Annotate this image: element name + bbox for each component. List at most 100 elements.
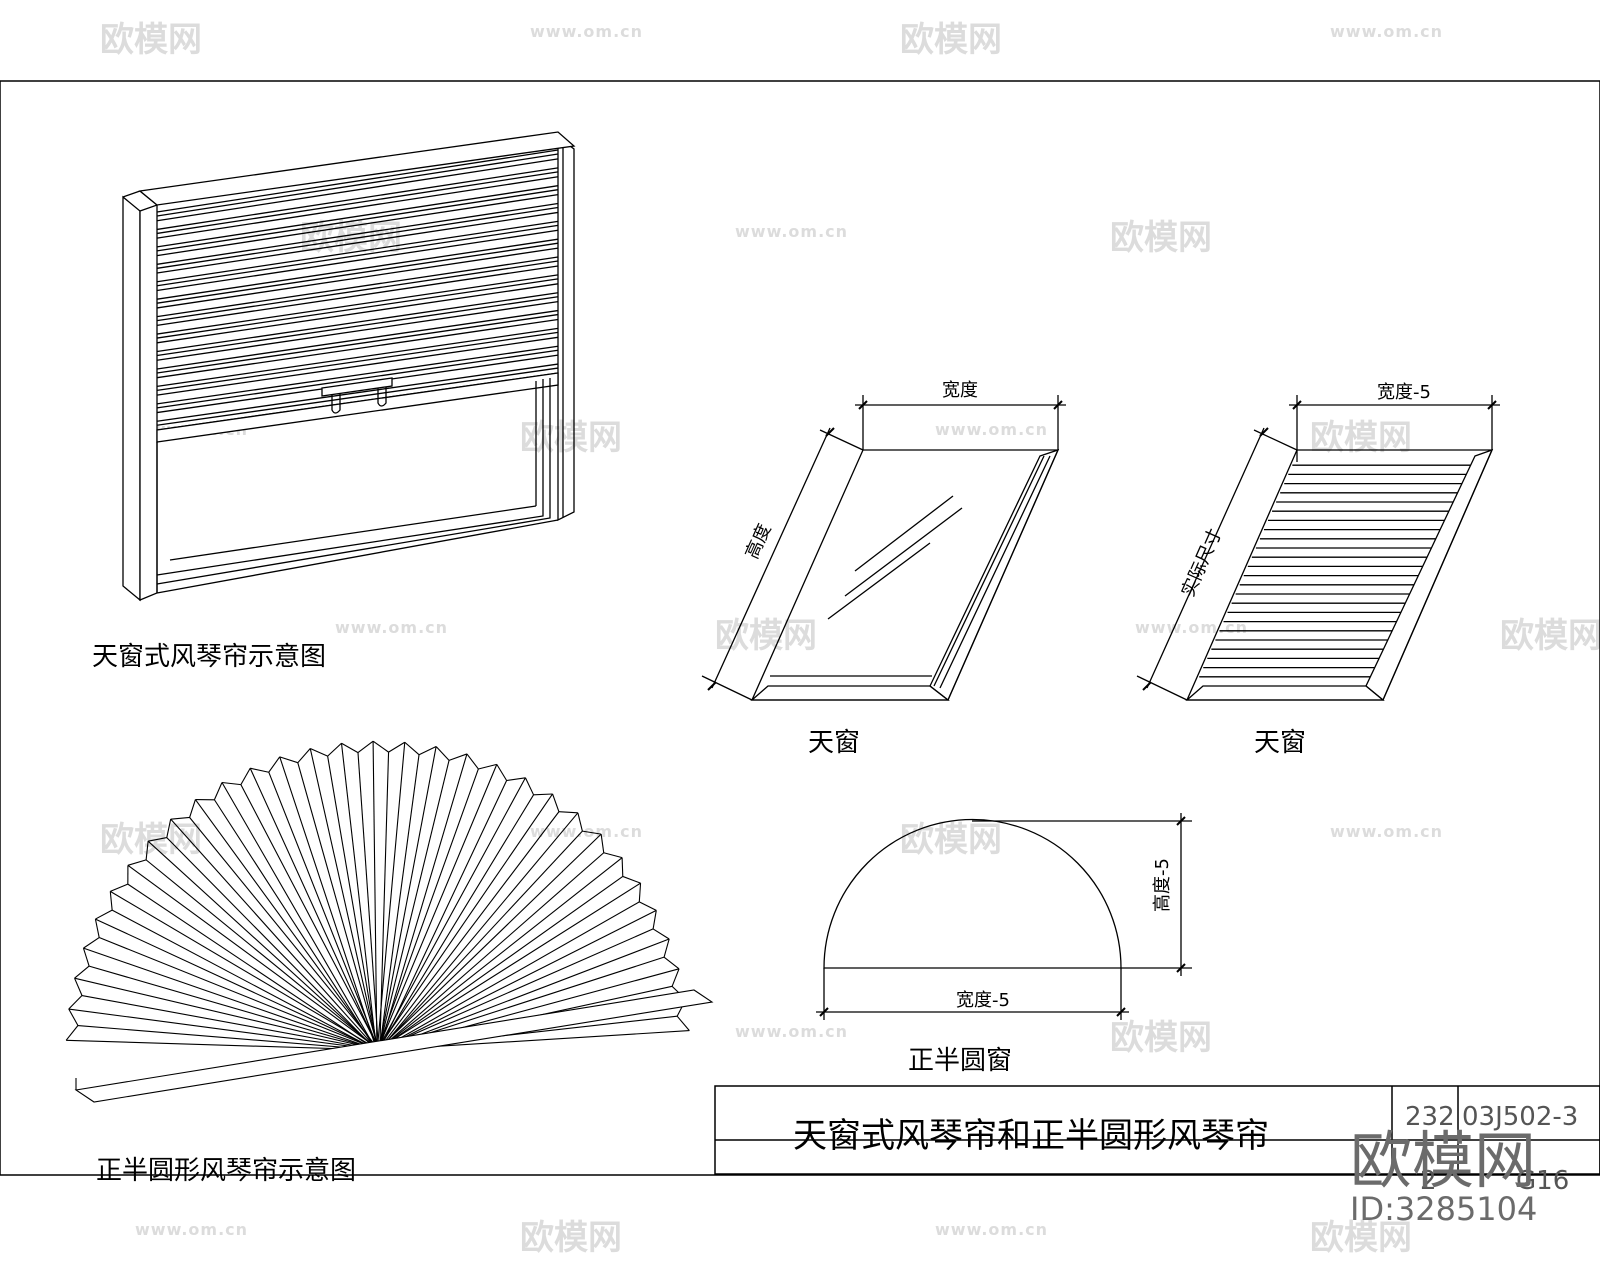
skylight-blind-illustration [123,132,574,600]
fan-edge [507,778,526,781]
fan-edge [677,1016,689,1030]
semicircle-blind-illustration [66,741,712,1102]
fan-edge [110,891,112,910]
fan-edge [75,966,90,978]
fan-edge [578,813,582,831]
fan-edge [373,741,388,752]
fan-pleat [148,841,377,1050]
fan-edge [171,817,190,819]
fan-edge [534,794,553,795]
brand-logo-text: 欧模网 [1350,1110,1536,1200]
pleat-line [157,293,558,352]
pleat-line [157,297,558,356]
fan-edge [604,853,622,858]
skylight-2-width-label: 宽度-5 [1377,378,1431,404]
fan-edge [341,743,358,752]
pleat-line [157,195,558,256]
fan-edge [250,768,269,772]
fan-edge [241,768,250,784]
pleat-line [157,302,558,361]
fan-edge [622,858,623,877]
fan-edge [582,831,601,834]
pleat-line [157,257,558,317]
fan-edge [623,876,641,883]
skylight-1-width-label: 宽度 [942,376,978,402]
fan-edge [358,741,373,752]
pleat-line [157,328,558,386]
drawing-frame [0,81,1600,1175]
fan-edge [328,743,342,756]
fan-edge [664,939,669,957]
fan-edge [298,748,310,762]
fan-edge [214,783,222,800]
fan-pleat [190,817,380,1050]
semicircle-height-label: 高度-5 [1148,858,1174,912]
fan-edge [639,883,640,902]
pleat-line [157,279,558,338]
fan-edge [146,841,148,860]
fan-edge [601,834,604,853]
brand-id: ID:3285104 [1350,1190,1537,1228]
fan-edge [66,1026,78,1041]
fan-edge [190,800,196,818]
fan-edge [83,948,89,966]
drawing-title: 天窗式风琴帘和正半圆形风琴帘 [793,1108,1269,1157]
fan-edge [664,957,679,969]
fan-pleat [250,768,378,1050]
fan-edge [69,996,82,1010]
fan-edge [553,794,559,812]
fan-edge [269,757,280,772]
pleat-line [157,266,558,325]
skylight-blind-caption: 天窗式风琴帘示意图 [92,636,326,673]
fan-edge [419,747,436,755]
fan-edge [69,1009,78,1025]
fan-edge [95,919,99,937]
fan-edge [110,884,128,891]
skylight-2-caption: 天窗 [1254,722,1306,759]
skylight-2-pleats [1199,465,1470,677]
fan-edge [389,742,405,752]
fan-edge [449,754,467,760]
semicircle-window-caption: 正半圆窗 [908,1040,1012,1077]
pleat-line [157,346,558,404]
fan-edge [280,757,298,763]
skylight-2-illustration [1137,395,1500,700]
fan-pleats [66,741,689,1050]
fan-edge [497,764,507,780]
fan-edge [222,783,241,785]
fan-edge [653,929,669,939]
fan-edge [467,754,478,769]
fan-edge [653,910,656,929]
skylight-1-caption: 天窗 [808,722,860,759]
fan-pleat [222,783,376,1050]
pleat-line [157,212,558,273]
fan-edge [436,747,449,761]
fan-edge [405,742,419,754]
pleat-line [157,248,558,308]
pleat-line [157,230,558,290]
fan-edge [559,812,578,813]
fan-edge [672,969,679,987]
pleat-line [157,275,558,334]
fan-pleat [146,860,379,1050]
pleat-line [157,311,558,369]
fan-edge [478,764,496,769]
fan-edge [310,748,327,756]
fan-pleat [328,756,378,1050]
pleat-line [157,368,558,425]
fan-edge [167,819,171,837]
fan-pleat [83,948,377,1050]
fan-edge [128,860,146,865]
fan-edge [525,778,533,795]
semicircle-blind-caption: 正半圆形风琴帘示意图 [96,1150,356,1187]
fan-pleat [378,812,559,1050]
fan-edge [83,938,99,949]
pleat-line [157,350,558,408]
fan-pleat [380,780,507,1050]
pleat-line [157,319,558,377]
fan-edge [75,978,82,995]
semicircle-width-label: 宽度-5 [956,986,1010,1012]
fan-edge [148,838,167,842]
fan-edge [95,910,112,919]
pleat-line [157,284,558,343]
